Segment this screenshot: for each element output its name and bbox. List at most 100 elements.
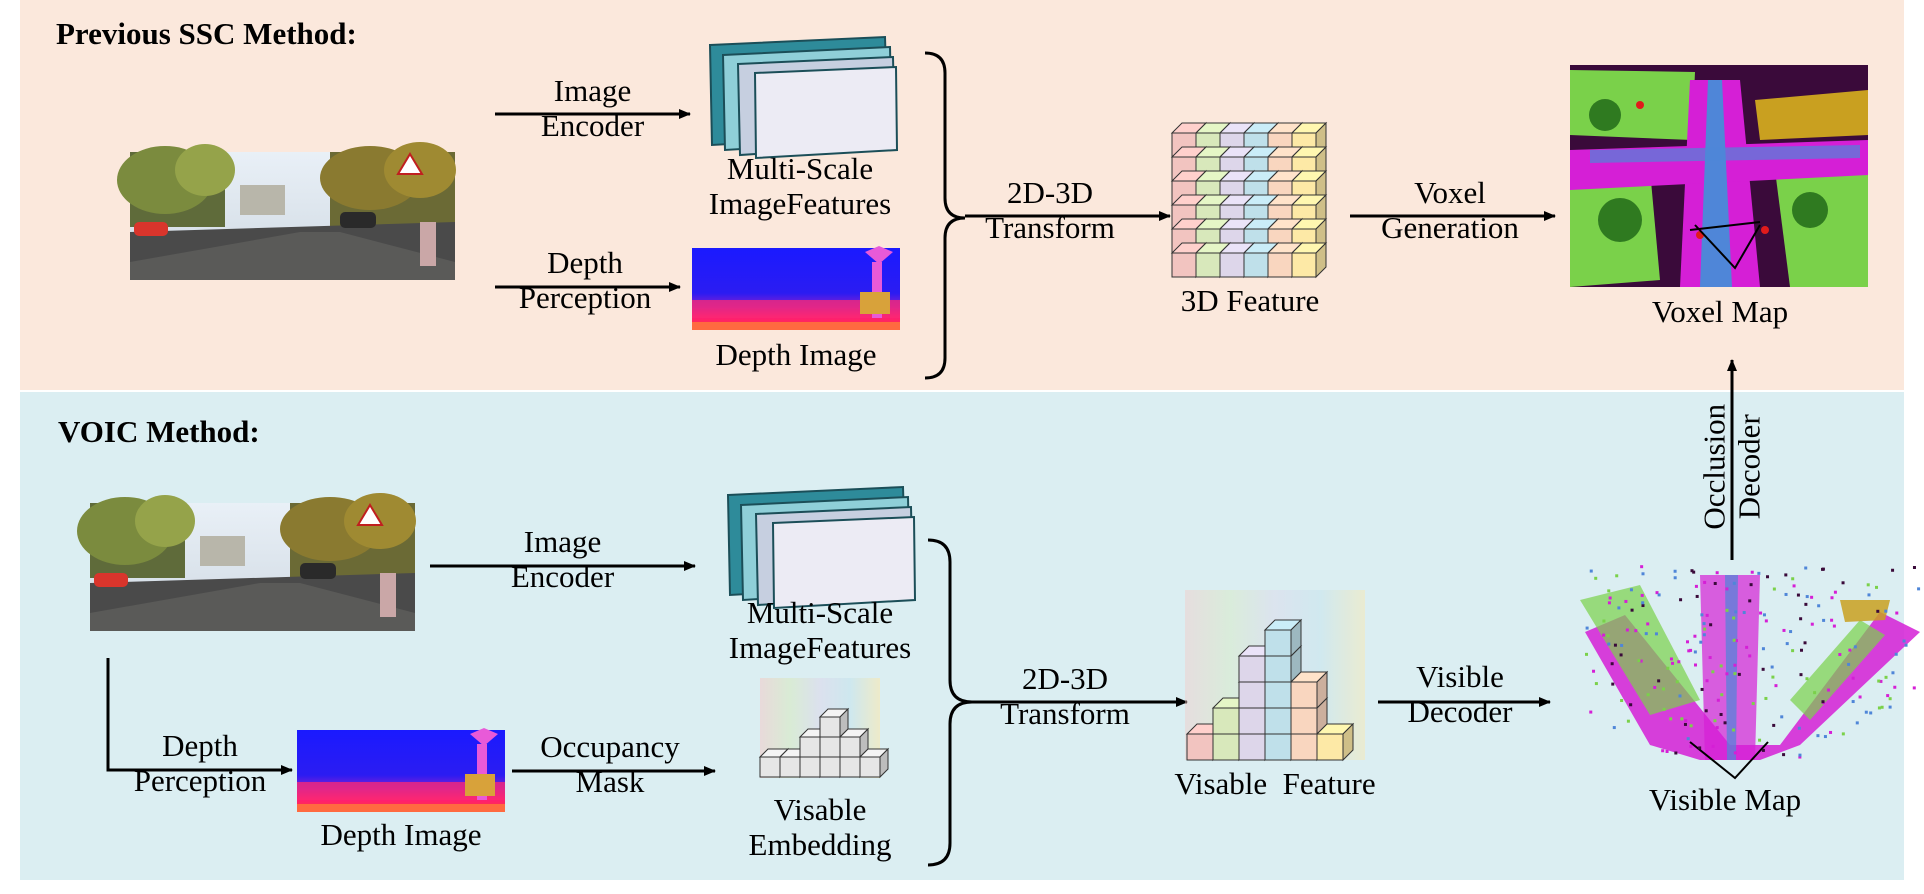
visible-point bbox=[1761, 667, 1765, 671]
depth-perception-label-bottom-line1: Depth bbox=[162, 728, 238, 763]
visible-point bbox=[1589, 569, 1593, 573]
features-caption-bottom: Multi-Scale ImageFeatures bbox=[700, 595, 940, 665]
image-encoder-label-bottom-line2: Encoder bbox=[510, 558, 615, 594]
image-encoder-label: Image Encoder bbox=[520, 73, 665, 143]
visible-point bbox=[1877, 679, 1881, 683]
visible-point bbox=[1742, 611, 1746, 615]
visible-point bbox=[1709, 623, 1713, 627]
visible-point bbox=[1644, 632, 1648, 636]
visible-point bbox=[1827, 688, 1831, 692]
feature-cube-3d bbox=[1170, 121, 1328, 279]
section-title-voic: VOIC Method: bbox=[58, 414, 260, 449]
visible-point bbox=[1847, 662, 1851, 666]
voxel-generation-label: Voxel Generation bbox=[1360, 175, 1540, 245]
visible-point bbox=[1733, 663, 1737, 667]
visible-point bbox=[1639, 659, 1643, 663]
visible-point bbox=[1816, 734, 1820, 738]
visible-point bbox=[1692, 570, 1696, 574]
visible-point bbox=[1689, 648, 1693, 652]
visible-point bbox=[1888, 705, 1892, 709]
visible-point bbox=[1620, 643, 1624, 647]
visible-point bbox=[1678, 694, 1682, 698]
visible-point bbox=[1879, 679, 1883, 683]
visible-point bbox=[1841, 581, 1845, 585]
visible-point bbox=[1585, 652, 1589, 656]
visible-point bbox=[1770, 665, 1774, 669]
visible-point bbox=[1725, 608, 1729, 612]
visible-point bbox=[1637, 659, 1641, 663]
visible-point bbox=[1876, 609, 1880, 613]
visible-point bbox=[1785, 642, 1789, 646]
visible-point bbox=[1830, 596, 1834, 600]
embedding-voxel bbox=[838, 727, 870, 759]
voxel-generation-label-line2: Generation bbox=[1381, 209, 1519, 245]
visible-point bbox=[1880, 705, 1884, 709]
visible-point bbox=[1864, 710, 1868, 714]
visible-point bbox=[1594, 682, 1598, 686]
visible-point bbox=[1748, 599, 1752, 603]
occlusion-decoder-label: Occlusion Decoder bbox=[1696, 397, 1766, 537]
visible-point bbox=[1784, 573, 1788, 577]
visible-point bbox=[1858, 695, 1862, 699]
visible-point bbox=[1891, 568, 1895, 572]
visible-point bbox=[1855, 721, 1859, 725]
visible-point bbox=[1673, 569, 1677, 573]
visible-point bbox=[1683, 722, 1687, 726]
visible-point bbox=[1689, 724, 1693, 728]
visable-feature-cubes bbox=[1185, 590, 1365, 762]
visible-decoder-label: Visible Decoder bbox=[1375, 659, 1545, 729]
visible-point bbox=[1917, 587, 1921, 591]
visible-point bbox=[1594, 576, 1598, 580]
transform-label-line2: Transform bbox=[985, 209, 1115, 245]
visible-point bbox=[1617, 606, 1621, 610]
visible-point bbox=[1810, 595, 1814, 599]
visable-feature-caption: Visable Feature bbox=[1174, 766, 1376, 801]
embedding-voxel bbox=[858, 747, 890, 779]
visible-point bbox=[1799, 617, 1803, 621]
visible-point bbox=[1822, 618, 1826, 622]
visible-point bbox=[1698, 746, 1702, 750]
visible-point bbox=[1725, 672, 1729, 676]
voxel-generation-label-line1: Voxel bbox=[1414, 175, 1486, 210]
visible-point bbox=[1761, 748, 1765, 752]
visible-point bbox=[1751, 702, 1755, 706]
visible-point bbox=[1715, 726, 1719, 730]
visible-point bbox=[1640, 565, 1644, 569]
features-caption-line2: ImageFeatures bbox=[708, 185, 892, 221]
visible-point bbox=[1606, 634, 1610, 638]
visible-point bbox=[1699, 640, 1703, 644]
visible-point bbox=[1705, 679, 1709, 683]
visible-point bbox=[1693, 663, 1697, 667]
visible-point bbox=[1830, 618, 1834, 622]
visible-point bbox=[1761, 647, 1765, 651]
image-encoder-label-line2: Encoder bbox=[540, 107, 645, 143]
visible-point bbox=[1610, 662, 1614, 666]
street-photo-bottom bbox=[77, 493, 416, 631]
visible-point bbox=[1641, 572, 1645, 576]
visible-point bbox=[1646, 693, 1650, 697]
visible-point bbox=[1732, 581, 1736, 585]
visible-point bbox=[1766, 575, 1770, 579]
image-encoder-label-bottom: Image Encoder bbox=[490, 524, 635, 594]
visible-point bbox=[1725, 587, 1729, 591]
visible-point bbox=[1585, 626, 1589, 630]
visible-point bbox=[1877, 706, 1881, 710]
visible-point bbox=[1745, 645, 1749, 649]
visible-point bbox=[1762, 613, 1766, 617]
visible-point bbox=[1671, 661, 1675, 665]
visible-point bbox=[1799, 648, 1803, 652]
visible-point bbox=[1810, 622, 1814, 626]
visible-point bbox=[1813, 691, 1817, 695]
visible-point bbox=[1732, 728, 1736, 732]
visible-point bbox=[1677, 660, 1681, 664]
visible-point bbox=[1875, 585, 1879, 589]
visible-point bbox=[1804, 602, 1808, 606]
visible-point bbox=[1653, 685, 1657, 689]
visible-point bbox=[1619, 653, 1623, 657]
visible-point bbox=[1669, 717, 1673, 721]
visible-point bbox=[1732, 638, 1736, 642]
visible-point bbox=[1869, 711, 1873, 715]
visible-point bbox=[1675, 680, 1679, 684]
